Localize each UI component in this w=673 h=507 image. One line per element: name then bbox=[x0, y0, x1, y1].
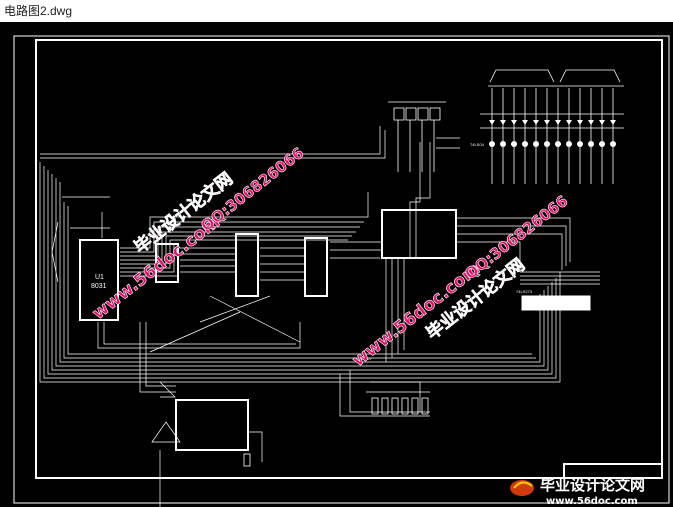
ic-74ls-label: 74LS273 bbox=[516, 289, 533, 294]
u1-chip bbox=[79, 239, 119, 321]
footer-site: www.56doc.com bbox=[546, 496, 638, 507]
cad-drawing-canvas[interactable]: U1 8031 74LS273 74LS07 74LS04 bbox=[0, 22, 673, 507]
drawing-border bbox=[35, 39, 663, 479]
footer-logo: 毕业设计论文网 www.56doc.com bbox=[510, 476, 645, 507]
window-title: 电路图2.dwg bbox=[4, 4, 73, 18]
chip-eprom bbox=[235, 233, 259, 297]
ic-74ls07-label: 74LS07 bbox=[358, 356, 373, 361]
chip-8155 bbox=[381, 209, 457, 259]
led-stems bbox=[491, 88, 614, 184]
chip-8279 bbox=[175, 399, 249, 451]
title-block bbox=[563, 463, 663, 479]
bus-wiring bbox=[39, 126, 600, 507]
window-title-bar: 电路图2.dwg bbox=[0, 0, 673, 22]
u1-part-label: 8031 bbox=[91, 283, 107, 290]
ic-74ls04-label: 74LS04 bbox=[470, 142, 485, 147]
schematic-svg: U1 8031 74LS273 74LS07 74LS04 bbox=[13, 35, 670, 507]
u1-label: U1 bbox=[95, 274, 104, 281]
chip-ram bbox=[304, 237, 328, 297]
outer-frame bbox=[13, 35, 670, 504]
led-array bbox=[480, 69, 624, 129]
led-row bbox=[489, 120, 616, 147]
footer-brand: 毕业设计论文网 bbox=[540, 476, 645, 494]
resistor-bank bbox=[243, 391, 430, 467]
transistor-group bbox=[388, 101, 460, 172]
watermark-overlay: www.56doc.com 毕业设计论文网 QQ:306826066 www.5… bbox=[88, 143, 571, 371]
